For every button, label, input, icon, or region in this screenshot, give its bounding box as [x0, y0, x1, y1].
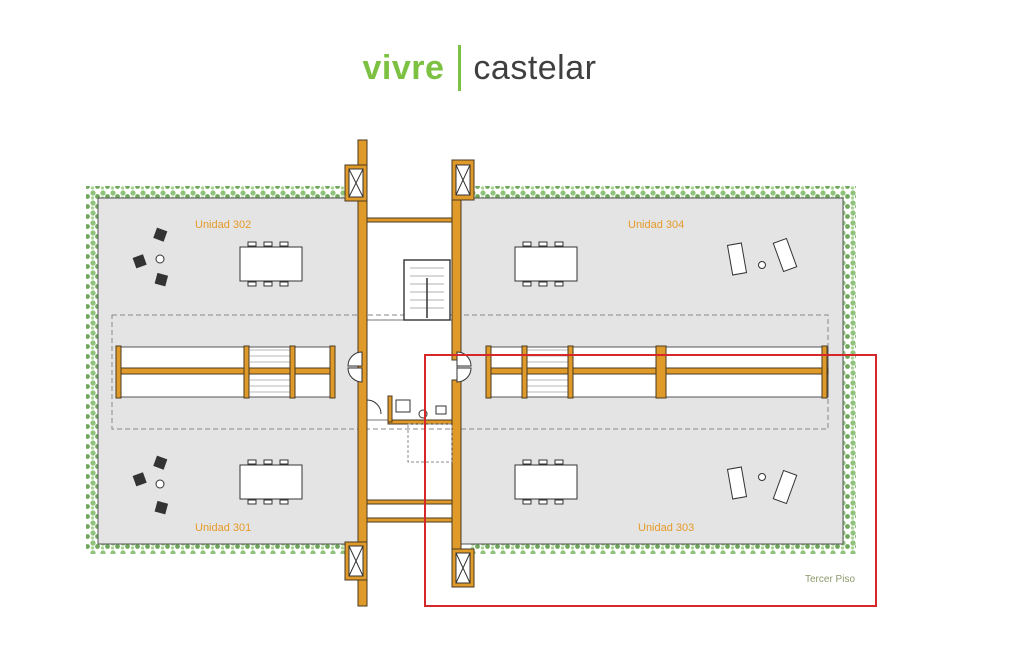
wall-bath — [387, 419, 453, 425]
wall-post-r3 — [567, 345, 574, 399]
greenery-top-right — [470, 186, 856, 198]
furniture — [132, 227, 798, 515]
doors — [347, 351, 472, 463]
core-lower — [361, 419, 458, 503]
wall-post-l3 — [289, 345, 296, 399]
shafts — [344, 159, 475, 588]
greenery-left — [86, 186, 98, 554]
greenery-borders — [86, 186, 856, 554]
unit-label-304: Unidad 304 — [628, 219, 684, 231]
wall-core-top — [366, 217, 453, 223]
brand-separator — [458, 45, 462, 91]
greenery-bottom-left — [86, 542, 348, 554]
armchairs-302 — [132, 227, 169, 287]
wall-post-r1 — [485, 345, 492, 399]
greenery-bottom-right — [470, 542, 856, 554]
armchairs-301 — [132, 455, 169, 515]
unit-label-302: Unidad 302 — [195, 219, 251, 231]
wall-core-bottom — [366, 499, 453, 505]
wall-balcony-left — [115, 367, 335, 375]
wall-post-l4 — [329, 345, 336, 399]
wall-post-l1 — [115, 345, 122, 399]
wall-post-r2 — [521, 345, 528, 399]
dining-table-301 — [239, 459, 303, 505]
staircase — [403, 259, 451, 321]
brand-name-light: castelar — [473, 48, 597, 87]
dining-table-304 — [514, 241, 578, 287]
unit-label-301: Unidad 301 — [195, 522, 251, 534]
highlight-box-unit-303 — [424, 354, 877, 607]
dining-table-303 — [514, 459, 578, 505]
wall-core-bottom-2 — [366, 517, 453, 523]
dining-table-302 — [239, 241, 303, 287]
floor-label: Tercer Piso — [805, 574, 855, 585]
brand-logo: vivre castelar — [363, 45, 597, 91]
loungers-304 — [726, 237, 798, 276]
wall-bath-side — [387, 395, 393, 423]
brand-header: vivre castelar — [0, 40, 1019, 96]
wall-post-l2 — [243, 345, 250, 399]
greenery-right — [843, 186, 856, 554]
wall-post-r5 — [821, 345, 828, 399]
wall-core-right-lower — [451, 379, 462, 551]
wall-post-r4 — [655, 345, 667, 399]
loungers-303 — [726, 466, 798, 505]
brand-name-bold: vivre — [362, 48, 445, 87]
unit-label-303: Unidad 303 — [638, 522, 694, 534]
greenery-top-left — [86, 186, 348, 198]
